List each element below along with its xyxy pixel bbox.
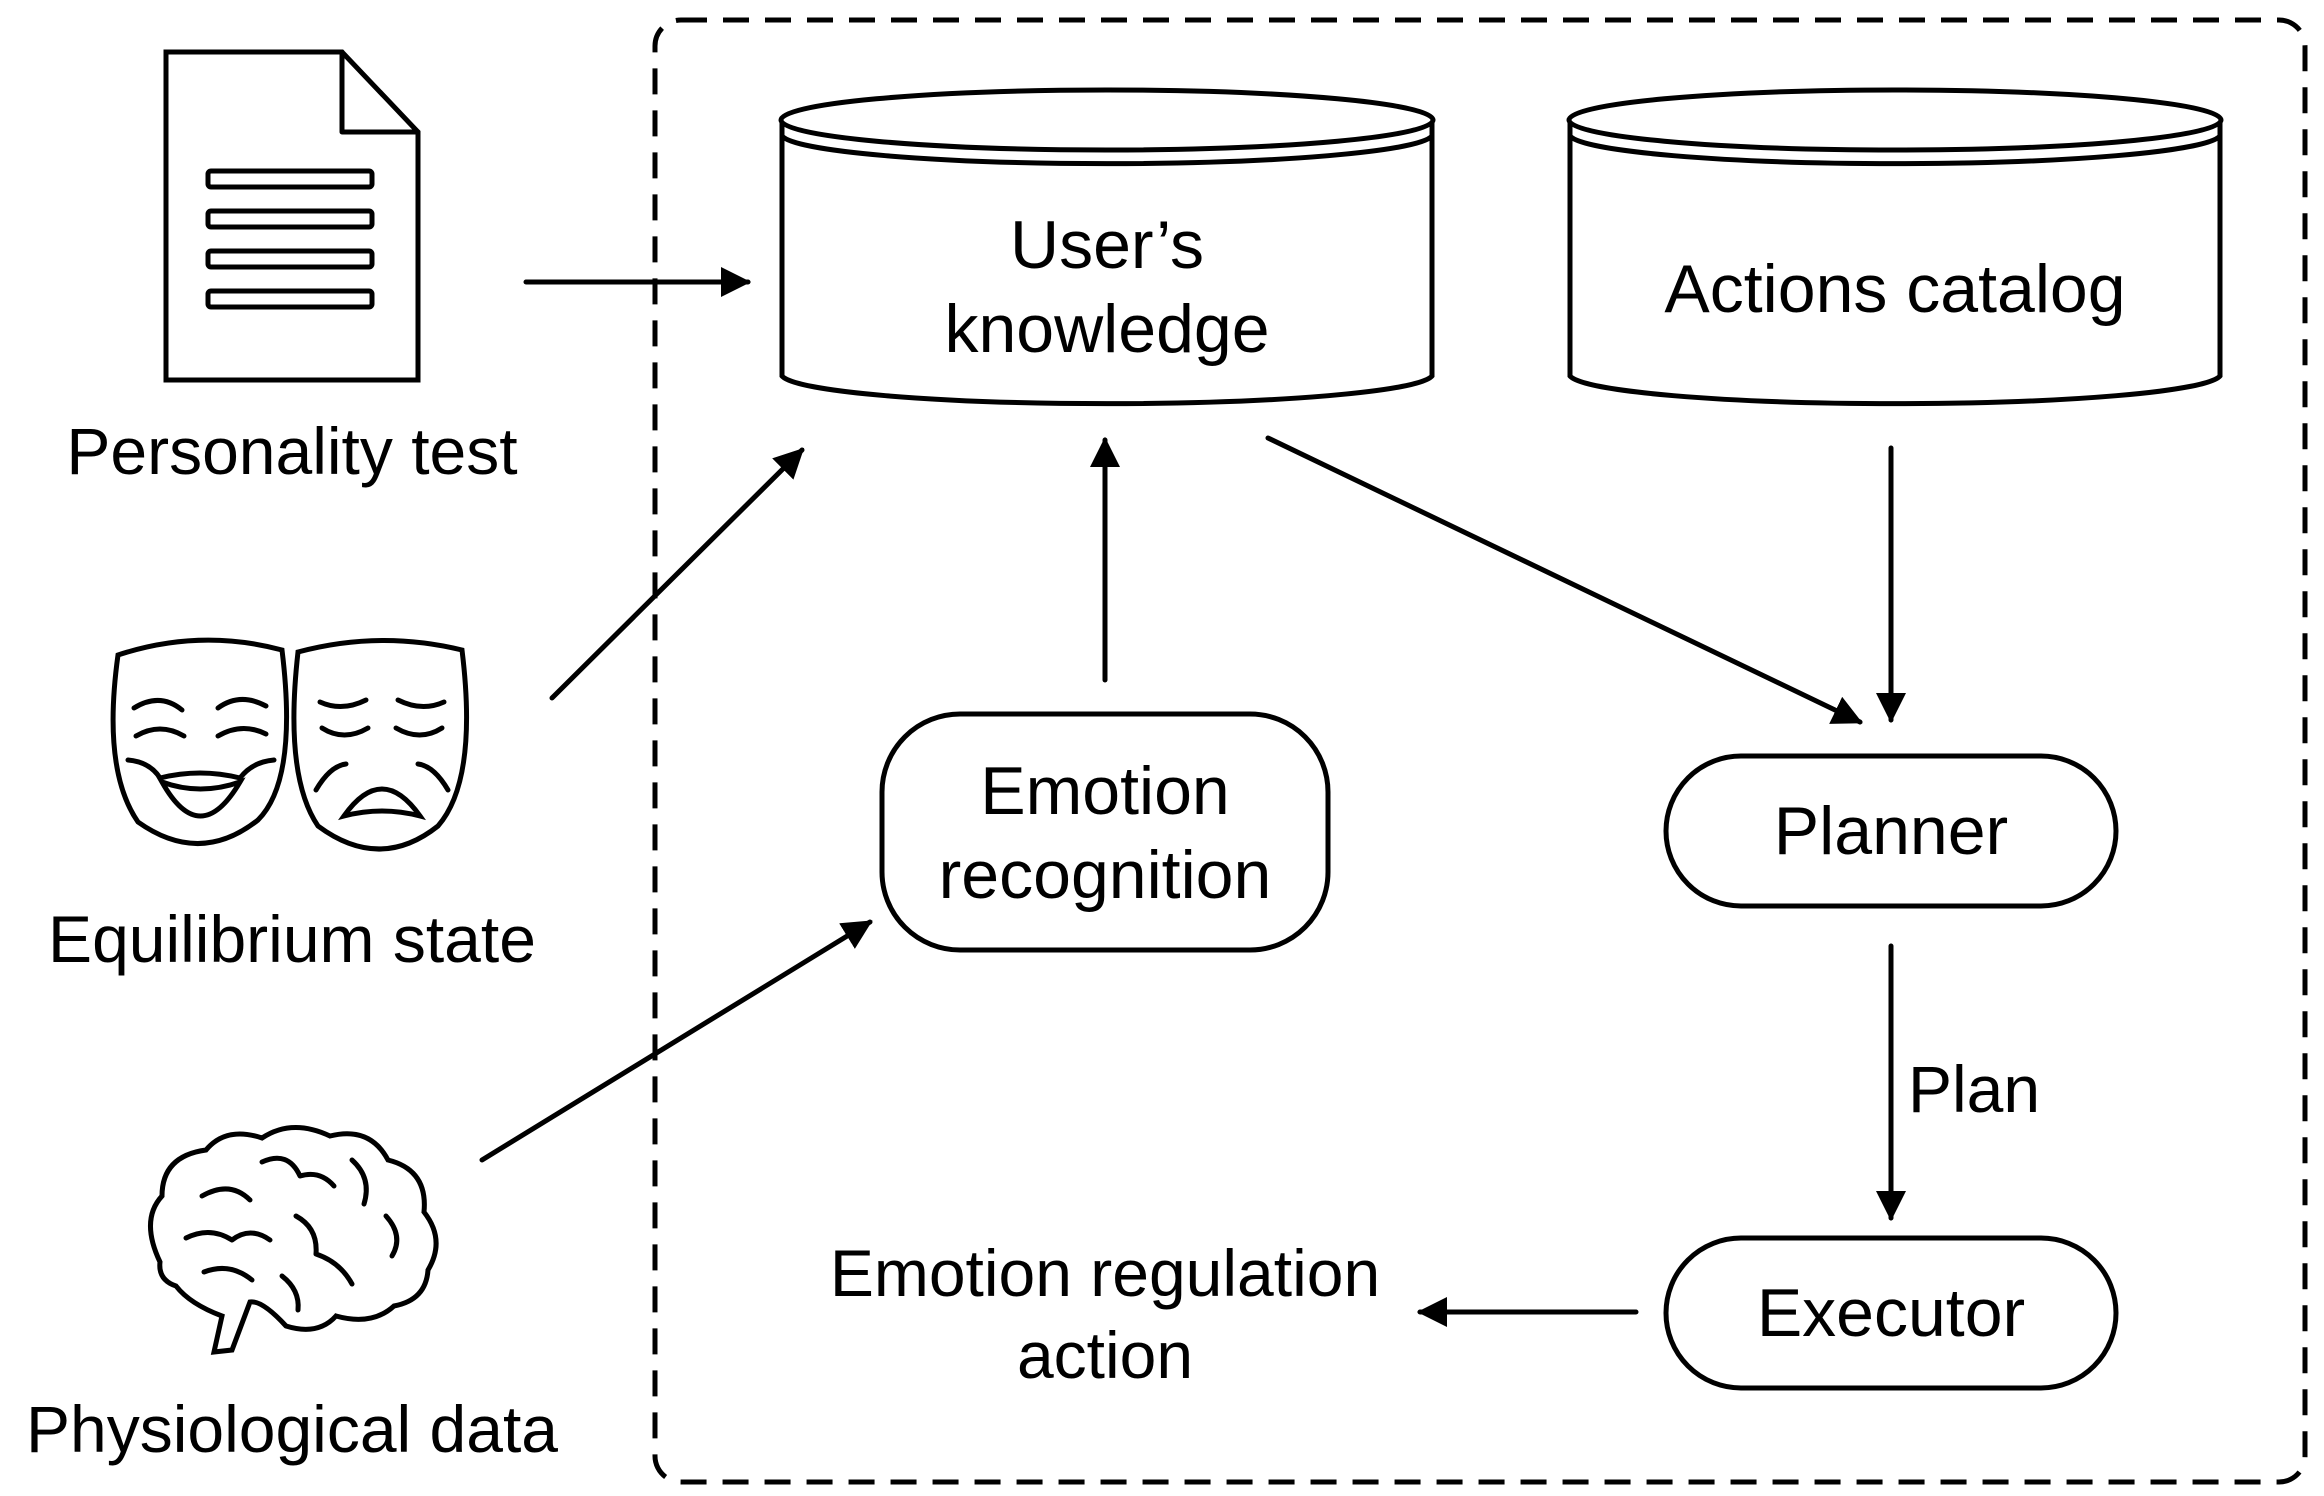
- arrow-physiological-to-recognition: [479, 919, 873, 1163]
- users-knowledge-label-line2: knowledge: [944, 291, 1269, 367]
- actions-catalog-node: Actions catalog: [1566, 87, 2224, 407]
- emotion-recognition-node: Emotion recognition: [879, 711, 1331, 953]
- actions-catalog-label: Actions catalog: [1664, 251, 2125, 327]
- plan-edge-label: Plan: [1908, 1052, 2040, 1126]
- executor-node: Executor: [1663, 1235, 2119, 1391]
- theater-masks-icon: [110, 637, 470, 852]
- planner-node: Planner: [1663, 753, 2119, 909]
- arrow-equilibrium-to-knowledge: [549, 447, 805, 701]
- users-knowledge-node: User’s knowledge: [778, 87, 1436, 407]
- executor-label: Executor: [1757, 1275, 2025, 1351]
- brain-icon: [148, 1125, 439, 1355]
- personality-test-label: Personality test: [66, 414, 517, 488]
- equilibrium-state-label: Equilibrium state: [48, 902, 536, 976]
- emotion-recognition-label-line1: Emotion: [980, 753, 1229, 829]
- system-boundary: [652, 17, 2308, 1485]
- planner-label: Planner: [1774, 793, 2008, 869]
- emotion-regulation-action-line1: Emotion regulation: [830, 1236, 1380, 1310]
- emotion-regulation-action-line2: action: [1017, 1318, 1193, 1392]
- physiological-data-label: Physiological data: [26, 1392, 558, 1466]
- arrow-knowledge-to-planner: [1265, 435, 1863, 725]
- document-icon: [163, 49, 421, 383]
- users-knowledge-label-line1: User’s: [1010, 207, 1204, 283]
- emotion-recognition-label-line2: recognition: [939, 837, 1272, 913]
